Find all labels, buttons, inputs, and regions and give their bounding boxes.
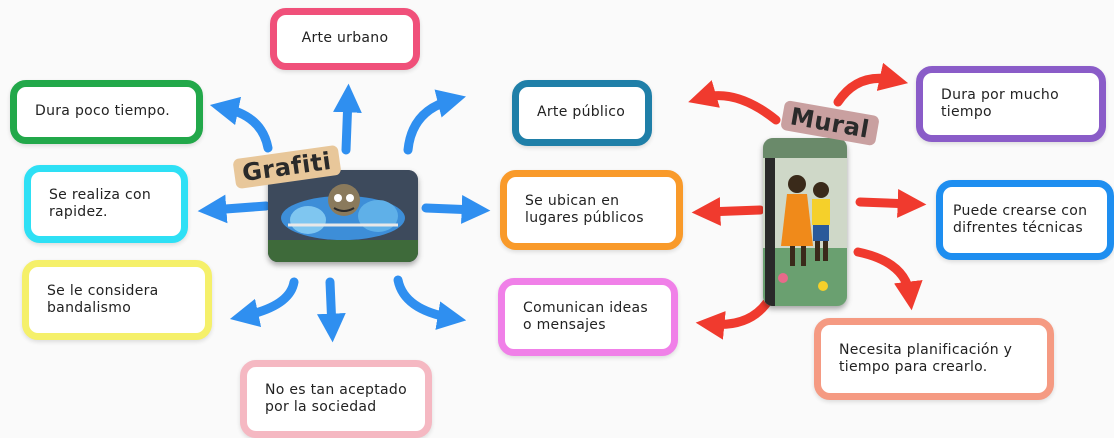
arrow-grafiti-to-arte-publico <box>403 89 466 155</box>
box-comunican-ideas: Comunican ideas o mensajes <box>498 278 678 356</box>
box-diferentes-tecnicas: Puede crearse con difrentes técnicas <box>936 180 1114 260</box>
box-lugares-publicos-text: Se ubican en lugares públicos <box>525 192 644 227</box>
box-se-realiza-text: Se realiza con rapidez. <box>49 186 152 221</box>
arrow-grafiti-to-lugares <box>421 195 491 224</box>
box-se-realiza-con-rapidez: Se realiza con rapidez. <box>24 165 188 243</box>
box-arte-urbano-text: Arte urbano <box>301 30 389 47</box>
box-lugares-publicos: Se ubican en lugares públicos <box>500 170 683 250</box>
box-dura-poco-tiempo-text: Dura poco tiempo. <box>35 103 170 120</box>
box-comunican-ideas-text: Comunican ideas o mensajes <box>523 299 648 334</box>
grafiti-illustration <box>268 170 418 262</box>
box-arte-publico: Arte público <box>512 80 652 146</box>
arrow-mural-to-tecnicas <box>855 189 927 218</box>
grafiti-image <box>268 170 418 262</box>
box-se-le-considera-bandalismo: Se le considera bandalismo <box>22 260 212 340</box>
box-planificacion: Necesita planificación y tiempo para cre… <box>814 318 1054 400</box>
box-bandalismo-text: Se le considera bandalismo <box>47 282 159 317</box>
arrow-mural-to-dura-mucho <box>833 62 909 107</box>
arrow-mural-to-planificacion <box>853 247 923 311</box>
arrow-mural-to-comunican <box>695 293 775 340</box>
mural-image <box>763 138 847 306</box>
arrow-grafiti-to-no-aceptado <box>316 277 346 343</box>
box-no-aceptado-text: No es tan aceptado por la sociedad <box>265 381 407 416</box>
box-dura-mucho-text: Dura por mucho tiempo <box>941 86 1059 121</box>
arrow-grafiti-to-dura-poco <box>209 96 273 153</box>
box-no-es-tan-aceptado: No es tan aceptado por la sociedad <box>240 360 432 438</box>
arrow-mural-to-arte-publico <box>688 80 781 125</box>
box-arte-urbano: Arte urbano <box>270 8 420 70</box>
box-arte-publico-text: Arte público <box>537 104 626 121</box>
arrow-grafiti-to-arte-urbano <box>333 83 362 155</box>
box-dura-por-mucho-tiempo: Dura por mucho tiempo <box>916 66 1106 142</box>
mural-illustration <box>763 138 847 306</box>
arrow-grafiti-to-se-realiza <box>197 194 271 224</box>
arrow-grafiti-to-comunican <box>393 275 467 330</box>
box-dura-poco-tiempo: Dura poco tiempo. <box>10 80 203 144</box>
arrow-mural-to-lugares <box>691 197 765 226</box>
box-planificacion-text: Necesita planificación y tiempo para cre… <box>839 341 1013 376</box>
box-tecnicas-text: Puede crearse con difrentes técnicas <box>953 202 1088 237</box>
arrow-grafiti-to-bandalismo <box>229 277 299 328</box>
